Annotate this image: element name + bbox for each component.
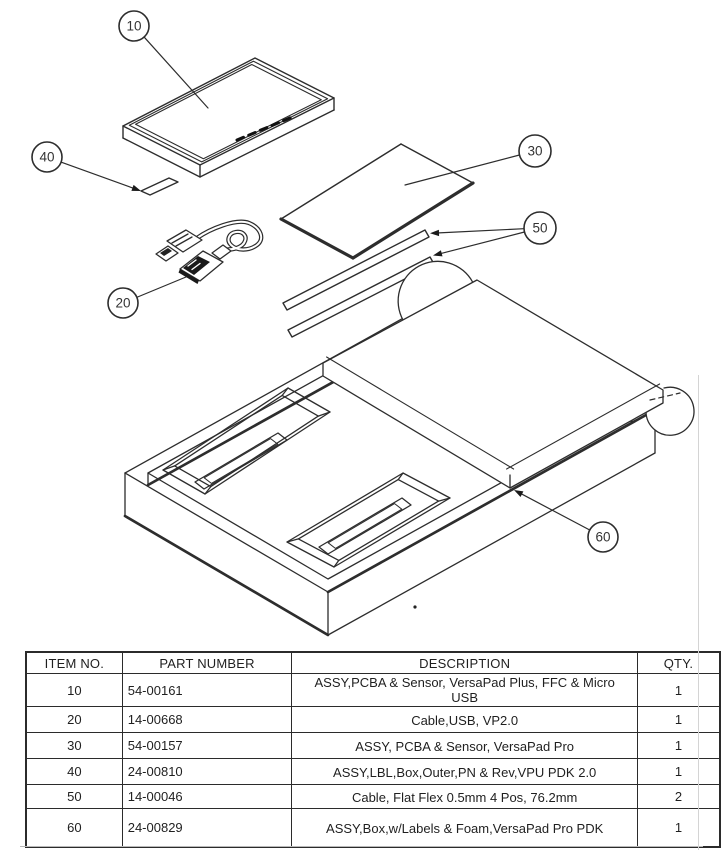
flat-flex-cables-50	[282, 229, 435, 338]
box-lid	[322, 260, 695, 489]
micro-usb-connector	[155, 229, 203, 262]
svg-text:50: 50	[532, 221, 547, 236]
bom-header-row: ITEM NO. PART NUMBER DESCRIPTION QTY.	[25, 651, 721, 674]
scan-artifact-line-vertical	[698, 375, 699, 850]
svg-text:30: 30	[527, 144, 542, 159]
col-header-item-no: ITEM NO.	[25, 651, 123, 674]
svg-text:40: 40	[39, 150, 54, 165]
scan-artifact-line-horizontal	[20, 846, 703, 847]
balloon-40: 40	[31, 141, 63, 173]
balloon-20: 20	[107, 287, 139, 319]
qty: 2	[636, 784, 721, 809]
bom-row-10: 10 54-00161 ASSY,PCBA & Sensor, VersaPad…	[25, 673, 721, 707]
item-no: 60	[25, 808, 123, 848]
balloon-60: 60	[587, 521, 619, 553]
foam-recess-2	[286, 472, 451, 568]
description: ASSY,PCBA & Sensor, VersaPad Plus, FFC &…	[291, 673, 638, 707]
tablet-assembly-10	[122, 57, 335, 178]
sensor-panel-30	[279, 143, 475, 260]
description: ASSY, PCBA & Sensor, VersaPad Pro	[291, 732, 638, 759]
connector-dashes	[235, 116, 292, 142]
leader-lines	[59, 36, 591, 531]
description: ASSY,Box,w/Labels & Foam,VersaPad Pro PD…	[291, 808, 638, 848]
label-40	[140, 177, 179, 196]
usb-a-connector	[178, 244, 232, 284]
balloon-30: 30	[518, 134, 552, 168]
description: ASSY,LBL,Box,Outer,PN & Rev,VPU PDK 2.0	[291, 758, 638, 785]
bom-row-20: 20 14-00668 Cable,USB, VP2.0 1	[25, 706, 721, 733]
item-no: 50	[25, 784, 123, 809]
stray-dot	[413, 605, 417, 609]
col-header-qty: QTY.	[636, 651, 721, 674]
description: Cable, Flat Flex 0.5mm 4 Pos, 76.2mm	[291, 784, 638, 809]
qty: 1	[636, 758, 721, 785]
svg-text:10: 10	[126, 19, 141, 34]
qty: 1	[636, 808, 721, 848]
bom-table: ITEM NO. PART NUMBER DESCRIPTION QTY. 10…	[25, 651, 721, 848]
svg-text:60: 60	[595, 530, 610, 545]
qty: 1	[636, 673, 721, 707]
balloon-10: 10	[118, 10, 150, 42]
part-number: 14-00046	[121, 784, 293, 809]
part-number: 54-00157	[121, 732, 293, 759]
usb-cable-20	[155, 219, 264, 284]
description: Cable,USB, VP2.0	[291, 706, 638, 733]
balloons: 10 40 20 30 50 60	[31, 10, 619, 553]
qty: 1	[636, 706, 721, 733]
part-number: 24-00829	[121, 808, 293, 848]
bom-row-60: 60 24-00829 ASSY,Box,w/Labels & Foam,Ver…	[25, 808, 721, 848]
item-no: 40	[25, 758, 123, 785]
col-header-description: DESCRIPTION	[291, 651, 638, 674]
svg-text:20: 20	[115, 296, 130, 311]
bom-row-30: 30 54-00157 ASSY, PCBA & Sensor, VersaPa…	[25, 732, 721, 759]
item-no: 20	[25, 706, 123, 733]
part-number: 14-00668	[121, 706, 293, 733]
item-no: 10	[25, 673, 123, 707]
part-number: 54-00161	[121, 673, 293, 707]
bom-row-40: 40 24-00810 ASSY,LBL,Box,Outer,PN & Rev,…	[25, 758, 721, 785]
foam-recess-1	[162, 387, 331, 495]
balloon-50: 50	[523, 211, 557, 245]
item-no: 30	[25, 732, 123, 759]
col-header-part-number: PART NUMBER	[121, 651, 293, 674]
qty: 1	[636, 732, 721, 759]
part-number: 24-00810	[121, 758, 293, 785]
bom-row-50: 50 14-00046 Cable, Flat Flex 0.5mm 4 Pos…	[25, 784, 721, 809]
